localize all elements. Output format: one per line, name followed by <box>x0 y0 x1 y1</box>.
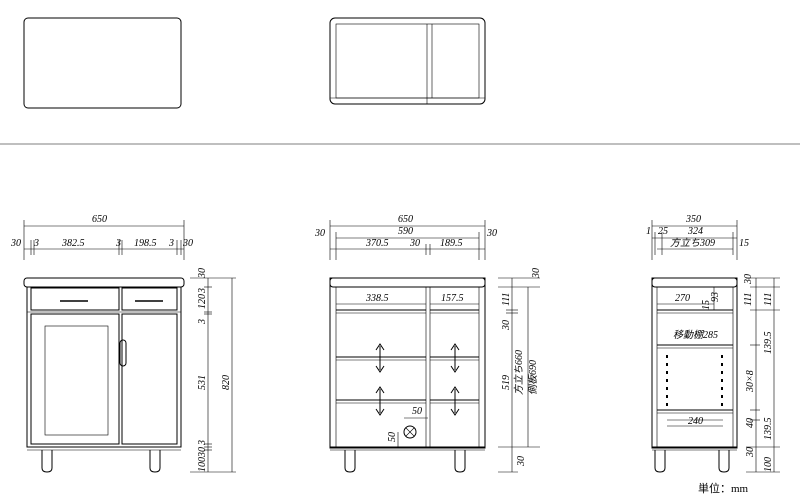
side-h-40: 40 <box>745 418 756 428</box>
front-w-main: 382.5 <box>61 238 85 249</box>
front-w-left: 30 <box>10 238 21 249</box>
inner-h-519: 519 <box>501 375 512 390</box>
inner-upright-label: 方立ち660 <box>513 350 525 395</box>
side-h-139-5a: 139.5 <box>763 332 774 355</box>
side-height-dims <box>746 277 780 473</box>
side-h-111b: 111 <box>763 292 774 306</box>
side-w-93: 93 <box>710 292 721 302</box>
side-h-30x8: 30×8 <box>745 370 756 393</box>
inner-hole-b: 50 <box>387 432 398 442</box>
side-d-1: 1 <box>646 226 651 237</box>
front-w-right: 30 <box>182 238 193 249</box>
front-h-base: 30 <box>197 447 208 458</box>
inner-w-right: 30 <box>486 228 497 239</box>
top-section-view <box>329 17 486 105</box>
front-total-width: 650 <box>92 214 107 225</box>
shelf-pin-holes <box>666 355 723 406</box>
side-h-111: 111 <box>743 292 754 306</box>
side-d-25: 25 <box>658 226 668 237</box>
front-h-drawer: 120 <box>197 294 208 309</box>
front-h-door: 531 <box>197 375 208 390</box>
front-w-3a: 3 <box>33 238 39 249</box>
front-h-total: 820 <box>221 375 232 390</box>
side-w-240: 240 <box>688 416 703 427</box>
top-plan-view <box>23 17 182 109</box>
front-h-leg: 100 <box>197 457 208 472</box>
inner-open-right: 157.5 <box>441 293 464 304</box>
side-w-270: 270 <box>675 293 690 304</box>
inner-w-mid: 30 <box>409 238 420 249</box>
side-depth-dims <box>651 220 738 427</box>
side-w-15: 15 <box>701 300 712 310</box>
inner-h-base: 30 <box>516 456 527 467</box>
front-h-3a: 3 <box>197 288 208 294</box>
inner-w-main: 370.5 <box>365 238 389 249</box>
inner-total-width: 650 <box>398 214 413 225</box>
front-width-dims <box>23 220 185 260</box>
inner-hole-a: 50 <box>412 406 422 417</box>
inner-h-top: 30 <box>531 268 542 279</box>
inner-view <box>329 277 486 473</box>
front-w-3c: 3 <box>168 238 174 249</box>
inner-height-dims <box>498 277 540 473</box>
front-h-top: 30 <box>197 268 208 279</box>
side-upright-309: 方立ち309 <box>670 237 715 249</box>
side-h-leg: 100 <box>763 457 774 472</box>
front-h-3b: 3 <box>197 319 208 325</box>
side-view <box>651 277 738 473</box>
side-h-139-5b: 139.5 <box>763 418 774 441</box>
front-h-3c: 3 <box>197 440 208 446</box>
side-total-depth: 350 <box>685 214 701 225</box>
front-view <box>23 277 185 473</box>
inner-inner-width: 590 <box>398 226 413 237</box>
side-shelf-label: 移動棚285 <box>673 329 718 341</box>
inner-h-111: 111 <box>501 292 512 306</box>
inner-open-left: 338.5 <box>365 293 389 304</box>
inner-w-left: 30 <box>314 228 325 239</box>
front-height-dims <box>190 277 236 473</box>
front-w-door: 198.5 <box>134 238 157 249</box>
inner-h-30: 30 <box>501 320 512 331</box>
side-h-base: 30 <box>745 447 756 458</box>
side-d-324: 324 <box>687 226 703 237</box>
inner-width-dims <box>329 220 486 305</box>
side-d-15: 15 <box>739 238 749 249</box>
front-w-3b: 3 <box>115 238 121 249</box>
inner-w-side: 189.5 <box>440 238 463 249</box>
side-h-top: 30 <box>743 274 754 285</box>
unit-label: 単位：mm <box>698 481 749 495</box>
inner-sideboard-label: 側板690 <box>527 360 539 395</box>
